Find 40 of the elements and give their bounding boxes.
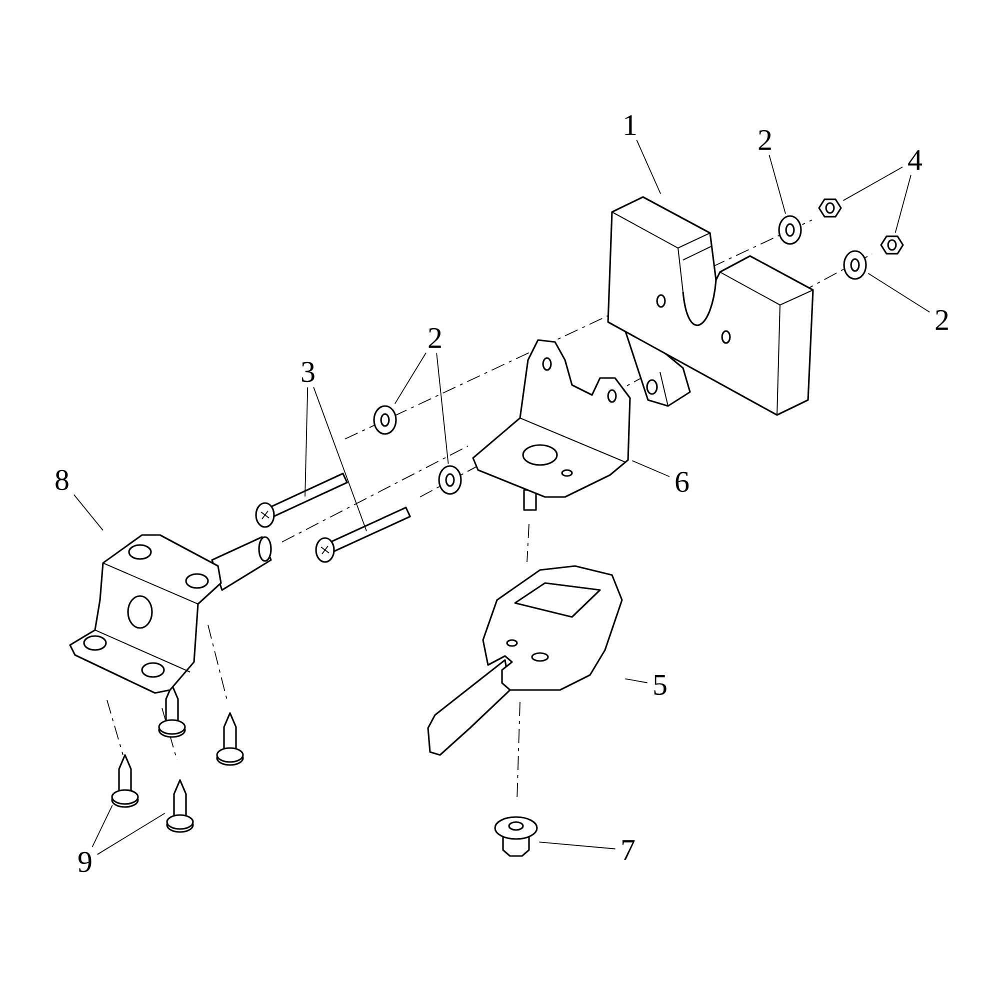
leader-line [868, 272, 930, 313]
flange-nut-drawing [494, 816, 538, 857]
leader-line [632, 460, 670, 478]
callout-number: 2 [428, 328, 441, 348]
leader-line [313, 386, 367, 532]
callout-number: 5 [654, 675, 666, 695]
callout-number: 8 [56, 470, 68, 490]
nut-drawing [818, 198, 842, 218]
bracket-drawing [472, 339, 631, 511]
callout-number: 4 [908, 150, 922, 170]
callout-number: 2 [758, 130, 771, 150]
leader-line [894, 174, 912, 234]
callout-number: 9 [78, 852, 92, 872]
latch-body-drawing [607, 196, 814, 416]
leader-line [768, 154, 786, 214]
leader-line [436, 352, 449, 464]
callout-number: 3 [302, 362, 314, 382]
washer-drawing [778, 215, 802, 245]
callout-number: 1 [625, 115, 636, 135]
leader-line [74, 494, 104, 531]
callout-number: 2 [936, 310, 948, 330]
bolt-drawing [315, 506, 411, 563]
leader-line [636, 139, 662, 194]
leader-line [394, 352, 426, 404]
handle-plate-drawing [427, 565, 623, 756]
callout-number: 6 [676, 472, 689, 492]
bolt-drawing [255, 472, 348, 528]
leader-line [842, 166, 904, 201]
nut-drawing [880, 236, 904, 254]
callout-number: 7 [622, 840, 635, 860]
washer-drawing [843, 250, 867, 280]
screw-drawing [111, 754, 139, 808]
bracket-drawing [69, 534, 272, 694]
leader-line [624, 678, 648, 684]
leader-line [92, 804, 113, 848]
screw-drawing [166, 779, 194, 833]
leader-line [304, 386, 308, 497]
washer-drawing [438, 465, 462, 495]
leader-line [96, 812, 166, 855]
washer-drawing [373, 405, 397, 435]
